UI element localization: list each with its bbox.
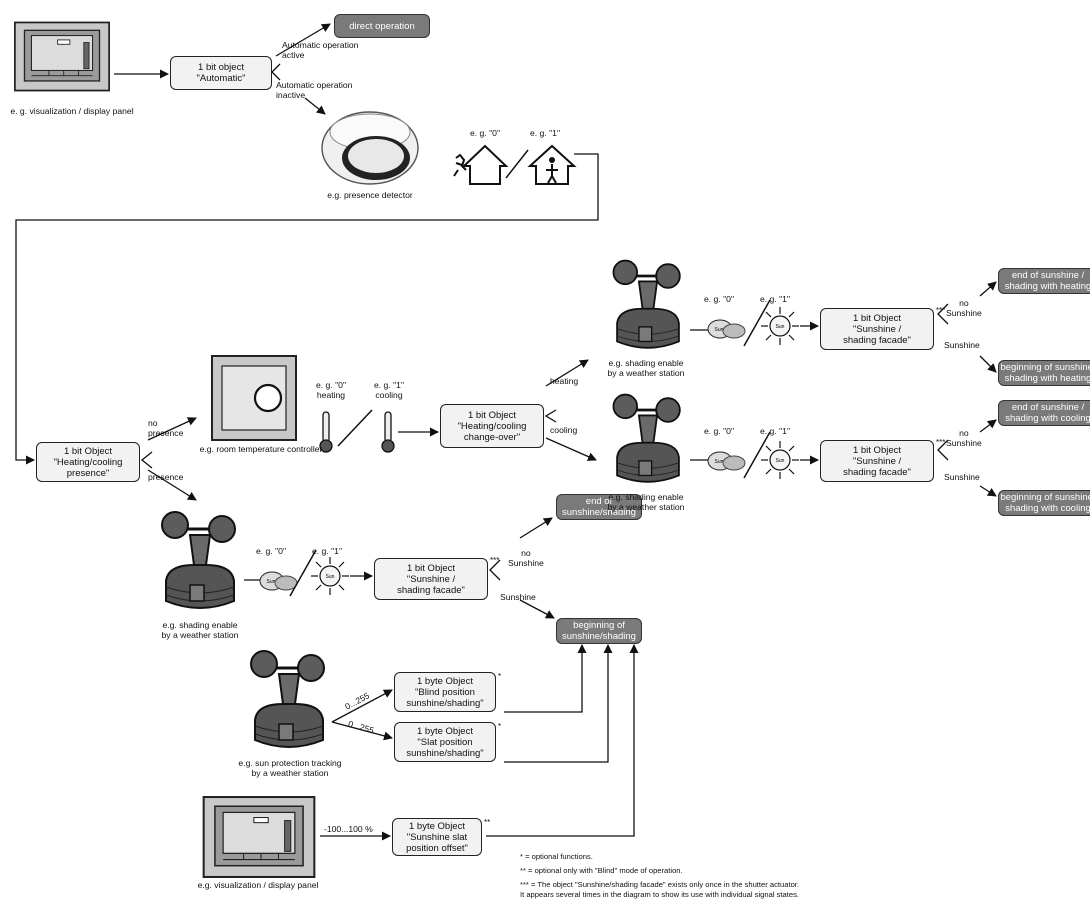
- sun-cooling-icon: [761, 441, 799, 479]
- label-cooling: cooling: [550, 425, 577, 435]
- branch-bracket-changeover: [546, 410, 556, 422]
- caption-vis-panel-top: e. g. visualization / display panel: [2, 106, 142, 116]
- caption-weather-heat: e.g. shading enable by a weather station: [596, 358, 696, 378]
- sunshine-facade-heating-box: 1 bit Object "Sunshine / shading facade": [820, 308, 934, 350]
- end-heating-box: end of sunshine / shading with heating: [998, 268, 1090, 294]
- sun-cloud-heating-icon: [708, 320, 745, 338]
- arrow-begin-heating: [980, 356, 996, 372]
- label-cool-eg0: e. g. "0": [704, 426, 734, 436]
- weather-station-tracking-icon: [251, 651, 324, 747]
- slat-position-box: 1 byte Object "Slat position sunshine/sh…: [394, 722, 496, 762]
- footnote-sunshine-facade: *** = The object "Sunshine/shading facad…: [520, 880, 799, 899]
- marker-cool-triple-star: ***: [936, 438, 945, 447]
- sun-heating-icon: [761, 307, 799, 345]
- arrow-end-heating: [980, 282, 996, 296]
- arrow-end-cooling: [980, 420, 996, 432]
- house-present-icon: [530, 146, 574, 184]
- label-cool-no-sunshine: no Sunshine: [946, 428, 982, 448]
- label-heating: heating: [550, 376, 578, 386]
- slat-offset-box: 1 byte Object "Sunshine slat position of…: [392, 818, 482, 856]
- label-cool-sunshine: Sunshine: [944, 472, 980, 482]
- weather-station-heating-icon: [613, 261, 679, 348]
- arrow-end-shading: [520, 518, 552, 538]
- sun-cloud-presence-icon: [260, 572, 297, 590]
- label-heat-sunshine: Sunshine: [944, 340, 980, 350]
- label-eg0-heating: e. g. "0" heating: [316, 380, 346, 400]
- begin-shading-box: beginning of sunshine/shading: [556, 618, 642, 644]
- hc-changeover-box: 1 bit Object "Heating/cooling change-ove…: [440, 404, 544, 448]
- caption-weather-cool: e.g. shading enable by a weather station: [596, 492, 696, 512]
- arrow-slat-to-beginning: [504, 645, 608, 762]
- label-auto-inactive: Automatic operation inactive: [276, 80, 352, 100]
- direct-operation-box: direct operation: [334, 14, 430, 38]
- caption-vis-panel-bottom: e.g. visualization / display panel: [178, 880, 338, 890]
- end-cooling-box: end of sunshine / shading with cooling: [998, 400, 1090, 426]
- display-panel-bottom-icon: [204, 797, 315, 877]
- caption-room-temp: e.g. room temperature controller: [196, 444, 326, 454]
- arrow-begin-cooling: [980, 486, 996, 496]
- marker-offset-double-star: **: [484, 818, 490, 827]
- slash-sun-presence: [290, 550, 316, 596]
- footnote-optional: * = optional functions.: [520, 852, 593, 862]
- label-presence: presence: [148, 472, 183, 482]
- marker-pres-triple-star: ***: [490, 556, 499, 565]
- marker-blind-star: *: [498, 672, 501, 681]
- arrow-blind-to-beginning: [504, 645, 582, 712]
- label-heat-no-sunshine: no Sunshine: [946, 298, 982, 318]
- weather-station-presence-icon: [162, 512, 235, 608]
- footnote-blind-mode: ** = optional only with "Blind" mode of …: [520, 866, 683, 876]
- weather-station-cooling-icon: [613, 395, 679, 482]
- begin-heating-box: beginning of sunshine/ shading with heat…: [998, 360, 1090, 386]
- caption-presence-detector: e.g. presence detector: [310, 190, 430, 200]
- arrow-offset-to-beginning: [486, 645, 634, 836]
- arrow-to-presence-detector: [305, 98, 325, 114]
- label-heat-eg0: e. g. "0": [704, 294, 734, 304]
- arrow-begin-shading: [520, 600, 554, 618]
- hc-presence-box: 1 bit Object "Heating/cooling presence": [36, 442, 140, 482]
- slash-presence: [506, 150, 528, 178]
- slash-sun-cooling: [744, 432, 770, 478]
- label-pres-eg0: e. g. "0": [256, 546, 286, 556]
- label-auto-active: Automatic operation active: [282, 40, 358, 60]
- label-presence-eg0: e. g. "0": [470, 128, 500, 138]
- label-presence-eg1: e. g. "1": [530, 128, 560, 138]
- label-no-presence: no presence: [148, 418, 183, 438]
- label-pres-no-sunshine: no Sunshine: [508, 548, 544, 568]
- sun-presence-icon: [311, 557, 349, 595]
- label-pres-eg1: e. g. "1": [312, 546, 342, 556]
- display-panel-icon: [15, 22, 109, 90]
- blind-position-box: 1 byte Object "Blind position sunshine/s…: [394, 672, 496, 712]
- label-pres-sunshine: Sunshine: [500, 592, 536, 602]
- thermometer-cooling-icon: [382, 412, 394, 452]
- room-temperature-controller-icon: [212, 356, 296, 440]
- arrow-cooling: [546, 438, 596, 460]
- sunshine-facade-cooling-box: 1 bit Object "Sunshine / shading facade": [820, 440, 934, 482]
- marker-slat-star: *: [498, 722, 501, 731]
- branch-bracket-presence: [142, 452, 152, 468]
- marker-heat-triple-star: ***: [936, 306, 945, 315]
- label-heat-eg1: e. g. "1": [760, 294, 790, 304]
- label-range-percent: -100...100 %: [324, 824, 373, 834]
- label-eg1-cooling: e. g. "1" cooling: [374, 380, 404, 400]
- caption-weather-presence: e.g. shading enable by a weather station: [150, 620, 250, 640]
- branch-bracket-automatic: [272, 64, 280, 80]
- begin-cooling-box: beginning of sunshine/ shading with cool…: [998, 490, 1090, 516]
- house-absent-icon: [454, 146, 506, 184]
- sunshine-facade-presence-box: 1 bit Object "Sunshine / shading facade": [374, 558, 488, 600]
- caption-sun-tracking: e.g. sun protection tracking by a weathe…: [220, 758, 360, 778]
- automatic-object-box: 1 bit object "Automatic": [170, 56, 272, 90]
- sun-cloud-cooling-icon: [708, 452, 745, 470]
- label-cool-eg1: e. g. "1": [760, 426, 790, 436]
- slash-heating-cooling: [338, 410, 372, 446]
- presence-detector-icon: [322, 112, 418, 184]
